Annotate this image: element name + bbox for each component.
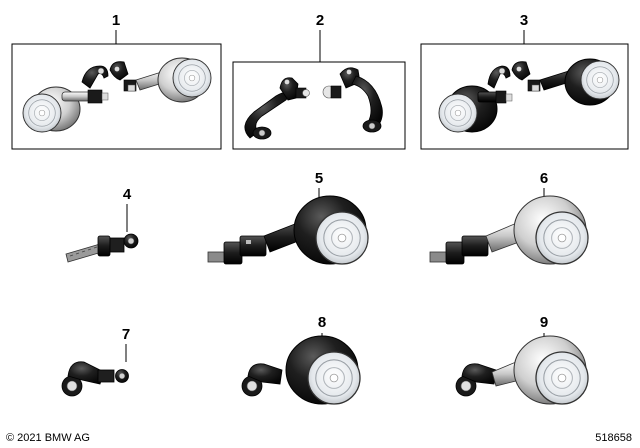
part-5-illustration	[207, 195, 369, 265]
callout-part-5: 5	[314, 170, 324, 187]
callout-part-8: 8	[317, 314, 327, 331]
callout-part-3: 3	[519, 12, 529, 29]
part-6-illustration	[429, 195, 589, 265]
part-9-illustration	[455, 335, 589, 405]
copyright-text: © 2021 BMW AG	[6, 432, 90, 444]
callout-part-1: 1	[111, 12, 121, 29]
part-1-illustration	[22, 57, 212, 133]
part-2-illustration	[244, 67, 383, 140]
part-2-box	[232, 61, 406, 150]
part-7-illustration	[61, 361, 129, 397]
diagram-id: 518658	[595, 432, 632, 444]
callout-part-7: 7	[121, 326, 131, 343]
callout-part-9: 9	[539, 314, 549, 331]
part-3-illustration	[438, 58, 620, 133]
part-8-illustration	[241, 335, 361, 405]
callout-part-4: 4	[122, 186, 132, 203]
callout-part-6: 6	[539, 170, 549, 187]
callout-part-2: 2	[315, 12, 325, 29]
part-4-illustration	[65, 233, 139, 263]
